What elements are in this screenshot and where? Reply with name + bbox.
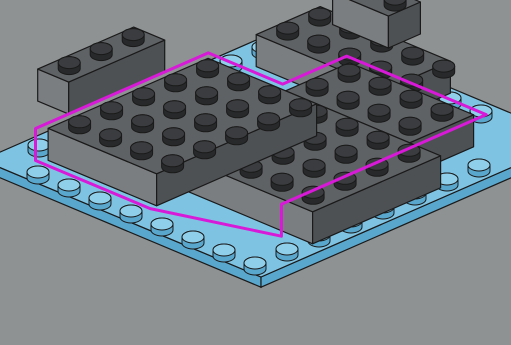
new-right-brick-stud-top	[271, 173, 293, 185]
back-long-brick-stud-top	[308, 35, 330, 47]
new-front-brick-stud-top	[165, 74, 187, 86]
new-front-brick-stud-top	[162, 155, 184, 167]
new-front-brick-stud-top	[194, 141, 216, 153]
new-front-brick-stud-top	[195, 114, 217, 126]
left-tall-brick-stud-top	[58, 57, 80, 69]
new-right-brick-stud-top	[336, 118, 358, 130]
new-front-brick-stud-top	[196, 87, 218, 99]
new-front-brick-stud-top	[69, 116, 91, 128]
new-front-brick-stud-top	[131, 142, 153, 154]
new-front-brick-stud-top	[100, 129, 122, 141]
baseplate-stud-top	[276, 243, 298, 255]
new-upper-brick-stud-top	[337, 91, 359, 103]
back-long-brick-stud-top	[402, 47, 424, 59]
baseplate-stud-top	[58, 179, 80, 191]
new-upper-brick-stud-top	[431, 103, 453, 115]
back-long-brick-stud-top	[309, 8, 331, 20]
new-upper-brick-stud-top	[400, 90, 422, 102]
new-front-brick-stud-top	[290, 99, 312, 111]
new-front-brick-stud-top	[133, 88, 155, 100]
new-front-brick-stud-top	[163, 128, 185, 140]
new-right-brick-stud-top	[303, 159, 325, 171]
new-upper-brick-stud-top	[399, 117, 421, 129]
new-upper-brick-stud-top	[338, 64, 360, 76]
baseplate-stud-top	[468, 159, 490, 171]
back-long-brick-stud-top	[277, 22, 299, 34]
new-upper-brick-stud-top	[306, 78, 328, 90]
new-front-brick-stud-top	[259, 86, 281, 98]
baseplate-stud-top	[89, 192, 111, 204]
baseplate-stud-top	[27, 166, 49, 178]
new-right-brick-stud-top	[367, 131, 389, 143]
new-front-brick-stud-top	[164, 101, 186, 113]
left-tall-brick-stud-top	[90, 43, 112, 55]
baseplate-stud-top	[151, 218, 173, 230]
baseplate-stud-top	[244, 257, 266, 269]
back-long-brick-stud-top	[433, 60, 455, 72]
new-upper-brick-stud-top	[369, 77, 391, 89]
new-front-brick-stud-top	[197, 60, 219, 72]
new-right-brick-stud-top	[335, 145, 357, 157]
new-front-brick-stud-top	[258, 113, 280, 125]
new-front-brick-stud-top	[101, 102, 123, 114]
new-upper-brick-stud-top	[368, 104, 390, 116]
new-front-brick-stud-top	[132, 115, 154, 127]
baseplate-stud-top	[120, 205, 142, 217]
new-front-brick-stud-top	[227, 100, 249, 112]
baseplate-stud-top	[28, 139, 50, 151]
baseplate-stud-top	[213, 244, 235, 256]
left-tall-brick-stud-top	[122, 29, 144, 41]
new-front-brick-stud-top	[228, 73, 250, 85]
new-front-brick-stud-top	[226, 127, 248, 139]
baseplate-stud-top	[182, 231, 204, 243]
